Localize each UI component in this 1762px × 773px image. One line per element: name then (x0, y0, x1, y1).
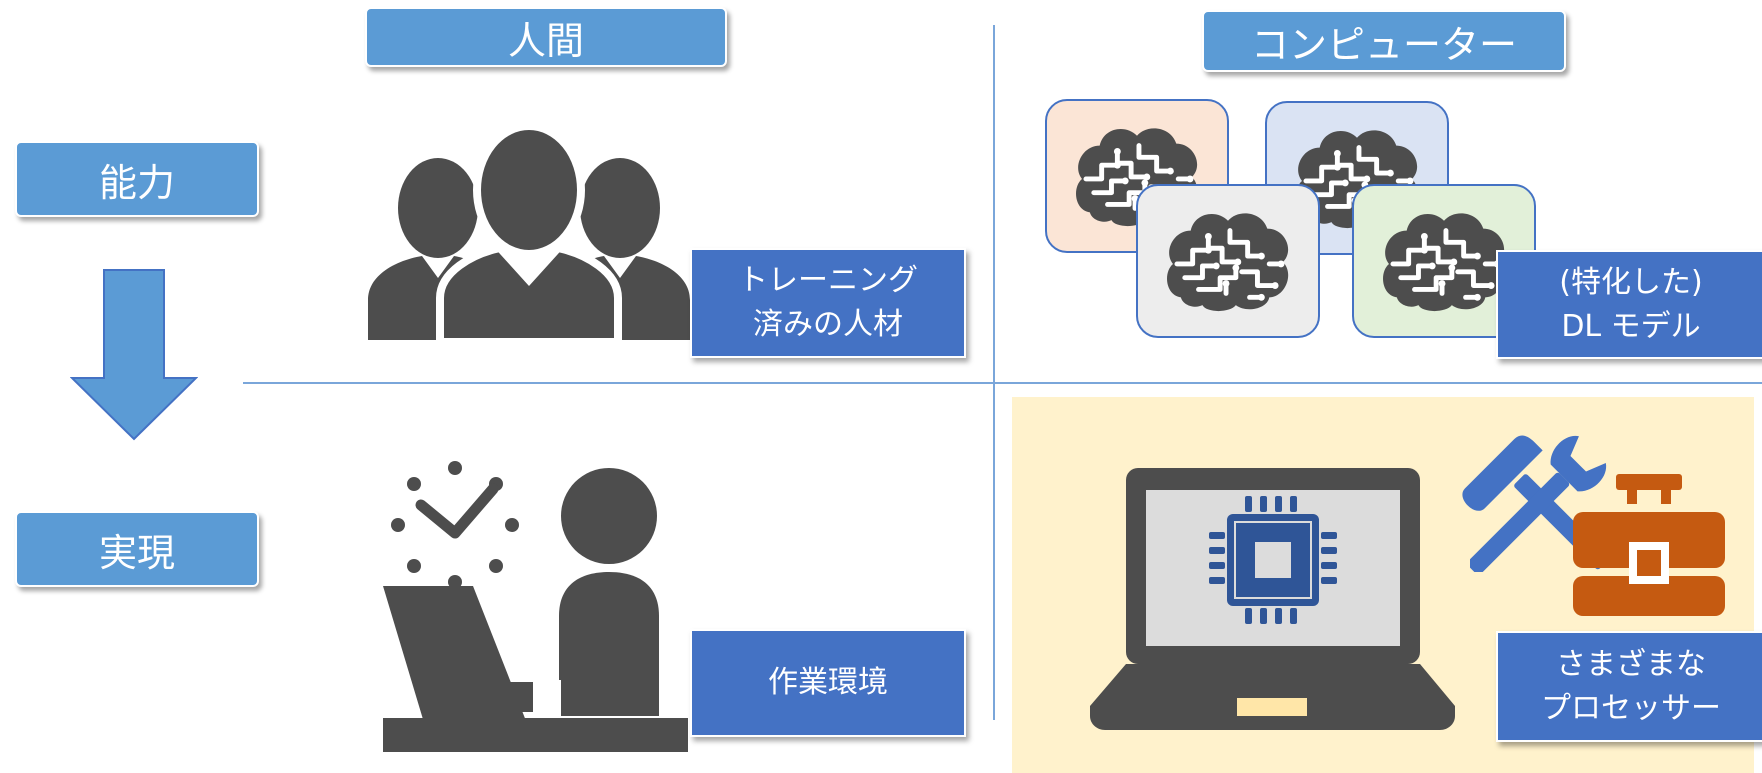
processors-label-line1: さまざまな (1556, 646, 1706, 682)
toolbox-icon (1573, 474, 1725, 616)
brain-icon (1375, 207, 1513, 315)
row-header-realization: 実現 (15, 511, 259, 587)
trained-people-label: トレーニング 済みの人材 (690, 248, 966, 358)
trained-people-label-line1: トレーニング (738, 263, 918, 298)
vertical-divider (993, 25, 995, 720)
column-header-human: 人間 (365, 7, 727, 67)
dl-model-label-line2: DL モデル (1561, 308, 1701, 344)
brain-icon (1159, 207, 1297, 315)
clock-icon (391, 461, 519, 589)
down-arrow-icon (70, 269, 198, 441)
brain-model-card (1136, 184, 1320, 338)
trained-people-label-line2: 済みの人材 (753, 307, 903, 342)
column-header-computer: コンピューター (1202, 10, 1566, 72)
work-environment-label-text: 作業環境 (768, 665, 888, 700)
dl-model-label: (特化した) DL モデル (1496, 250, 1762, 359)
horizontal-divider (243, 382, 1762, 384)
wrench-icon (1470, 435, 1607, 572)
dl-model-label-line1: (特化した) (1559, 264, 1703, 300)
person-at-laptop-icon (383, 468, 688, 752)
row-header-ability: 能力 (15, 141, 259, 217)
processors-label: さまざまな プロセッサー (1496, 631, 1762, 742)
processors-label-line2: プロセッサー (1541, 690, 1721, 726)
work-environment-label: 作業環境 (690, 629, 966, 737)
people-icon (368, 128, 690, 340)
cpu-chip-icon (1209, 496, 1337, 624)
